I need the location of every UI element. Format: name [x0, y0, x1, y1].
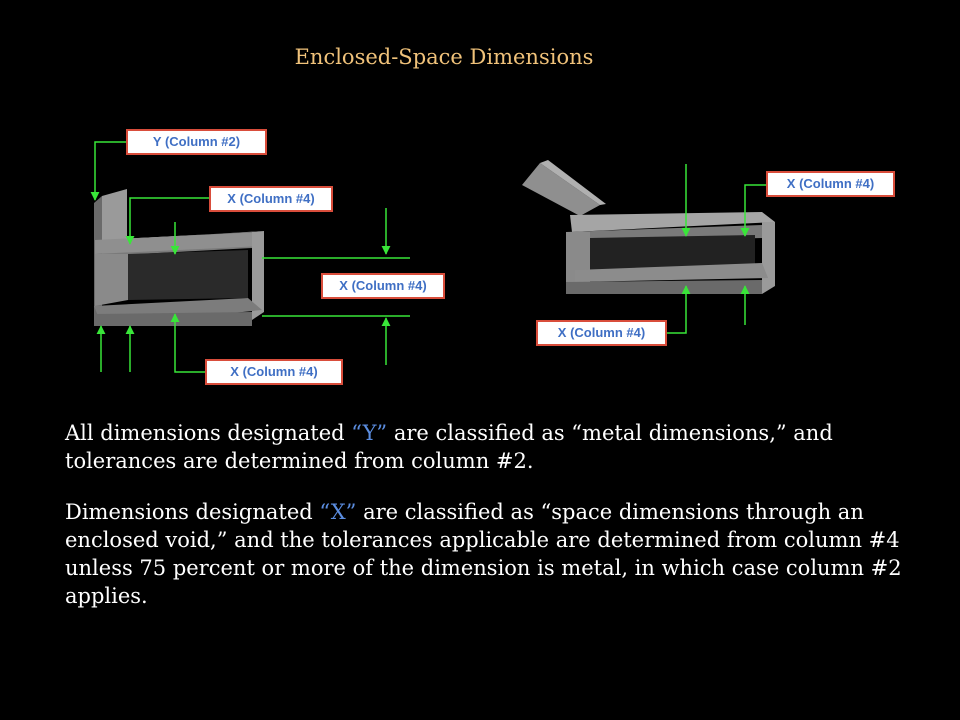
label-x-column-4-middle-left: X (Column #4) [321, 273, 445, 299]
left-dimension-arrows [90, 141, 410, 373]
label-x-column-4-upper-left: X (Column #4) [209, 186, 333, 212]
right-dimension-arrows [665, 164, 766, 334]
paragraph-x-dimensions: Dimensions designated “X” are classified… [65, 498, 935, 610]
paragraph-x-after: are classified as “space dimensions thro… [65, 500, 902, 608]
diagram [90, 141, 775, 373]
label-y-column-2: Y (Column #2) [126, 129, 267, 155]
paragraph-y-dimensions: All dimensions designated “Y” are classi… [65, 419, 935, 475]
paragraph-x-before: Dimensions designated [65, 500, 320, 524]
highlight-x: “X” [319, 500, 357, 524]
label-x-column-4-lower-left: X (Column #4) [205, 359, 343, 385]
highlight-y: “Y” [351, 421, 388, 445]
label-x-column-4-lower-right: X (Column #4) [536, 320, 667, 346]
label-x-column-4-upper-right: X (Column #4) [766, 171, 895, 197]
page-title: Enclosed-Space Dimensions [294, 45, 594, 69]
right-profile-figure [522, 160, 775, 294]
paragraph-y-before: All dimensions designated [65, 421, 352, 445]
paragraph-y-after: are classified as “metal dimensions,” an… [65, 421, 833, 473]
